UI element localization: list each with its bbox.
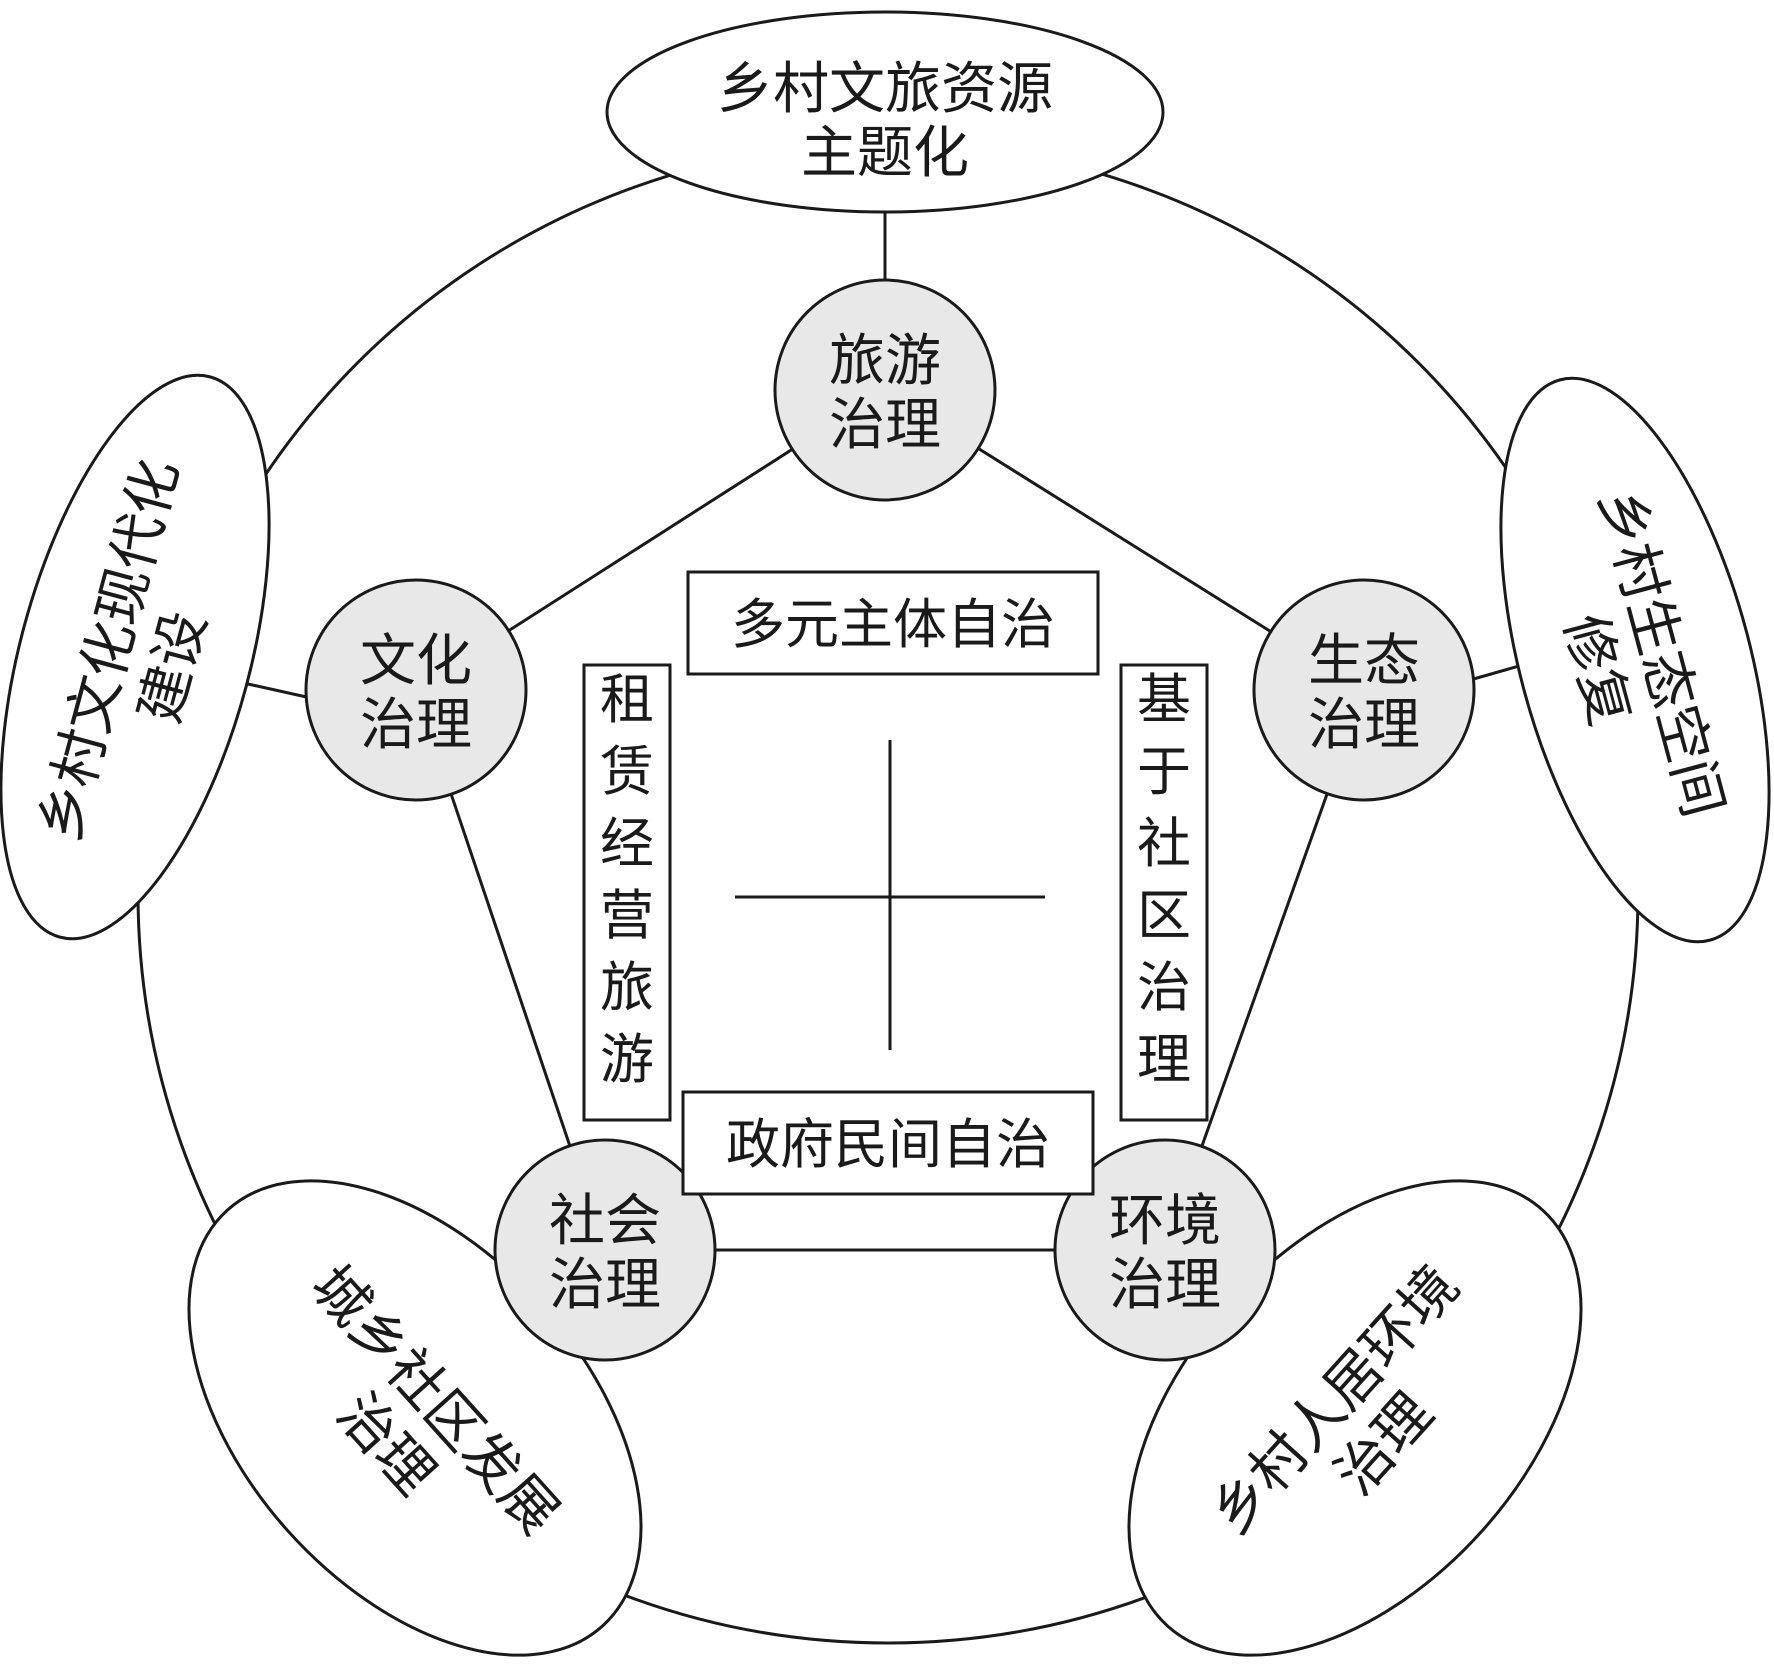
box-left-label: 租赁经营旅游 [600, 668, 654, 1091]
vertical-char: 区 [1137, 884, 1191, 947]
vertical-char: 营 [600, 884, 654, 947]
box-bottom: 政府民间自治 [681, 1090, 1095, 1196]
vertical-char: 租 [600, 668, 654, 731]
box-left: 租赁经营旅游 [582, 663, 672, 1122]
node-environment-governance: 环境 治理 [1053, 1138, 1277, 1362]
box-top-label: 多元主体自治 [731, 593, 1055, 656]
outer-top-line2: 主题化 [801, 121, 969, 186]
node-ecology-governance: 生态 治理 [1252, 578, 1476, 802]
center-cross [735, 740, 1045, 1050]
vertical-char: 经 [600, 812, 654, 875]
vertical-char: 理 [1137, 1028, 1191, 1091]
node-society-line2: 治理 [549, 1253, 661, 1318]
node-society-governance: 社会 治理 [493, 1138, 717, 1362]
node-tourism-governance: 旅游 治理 [773, 278, 997, 502]
box-bottom-label: 政府民间自治 [726, 1113, 1050, 1176]
vertical-char: 游 [600, 1028, 654, 1091]
outer-node-top: 乡村文旅资源 主题化 [605, 10, 1165, 214]
box-right: 基于社区治理 [1119, 663, 1209, 1122]
vertical-char: 于 [1137, 740, 1191, 803]
node-culture-line1: 文化 [360, 629, 472, 694]
outer-top-line1: 乡村文旅资源 [717, 57, 1053, 122]
node-tourism-line2: 治理 [829, 393, 941, 458]
box-right-label: 基于社区治理 [1137, 668, 1191, 1091]
node-tourism-line1: 旅游 [829, 329, 941, 394]
node-environment-line1: 环境 [1109, 1189, 1221, 1254]
outer-node-left: 乡村文化现代化 建设 [0, 373, 271, 941]
box-top: 多元主体自治 [686, 570, 1100, 676]
outer-node-right: 乡村生态空间 修复 [1499, 376, 1771, 944]
node-ecology-line2: 治理 [1308, 693, 1420, 758]
vertical-char: 基 [1137, 668, 1191, 731]
vertical-char: 治 [1137, 956, 1191, 1019]
node-environment-line2: 治理 [1109, 1253, 1221, 1318]
vertical-char: 社 [1137, 812, 1191, 875]
vertical-char: 旅 [600, 956, 654, 1019]
node-ecology-line1: 生态 [1308, 629, 1420, 694]
node-society-line1: 社会 [549, 1189, 661, 1254]
node-culture-line2: 治理 [360, 693, 472, 758]
vertical-char: 赁 [600, 740, 654, 803]
node-culture-governance: 文化 治理 [304, 578, 528, 802]
